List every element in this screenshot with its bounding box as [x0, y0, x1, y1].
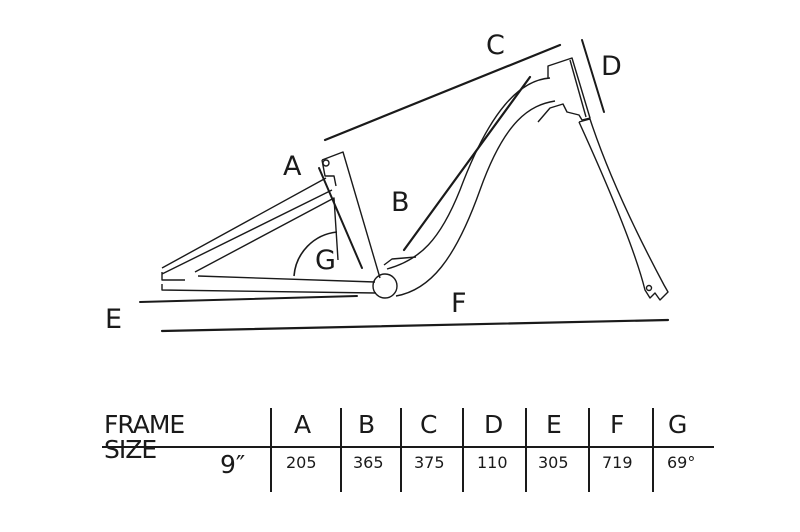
col-header-f: F	[610, 410, 624, 439]
value-d: 110	[477, 453, 508, 472]
dim-line-c	[323, 43, 562, 142]
label-e: E	[105, 304, 123, 335]
col-divider	[588, 408, 590, 492]
col-divider	[400, 408, 402, 492]
chainstay	[161, 272, 377, 294]
label-f: F	[451, 288, 467, 319]
col-divider	[462, 408, 464, 492]
bottom-bracket	[372, 273, 398, 299]
table-divider	[102, 446, 714, 448]
dim-line-a	[318, 167, 363, 269]
seat-stay-inner	[194, 197, 339, 273]
col-header-c: C	[420, 410, 437, 439]
col-header-d: D	[484, 410, 503, 439]
angle-g-arc	[293, 231, 338, 277]
col-divider	[652, 408, 654, 492]
seat-tube	[321, 151, 381, 279]
seat-stay	[161, 177, 333, 275]
value-c: 375	[414, 453, 445, 472]
label-g: G	[315, 245, 336, 276]
top-tube	[386, 77, 551, 270]
col-header-b: B	[358, 410, 375, 439]
label-c: C	[486, 30, 505, 61]
frame-size-header: FRAME SIZE	[104, 410, 185, 464]
col-divider	[270, 408, 272, 492]
dim-line-f	[160, 318, 670, 333]
head-tube	[537, 57, 591, 123]
label-b: B	[391, 187, 410, 218]
label-a: A	[283, 151, 302, 182]
value-f: 719	[602, 453, 633, 472]
col-header-e: E	[546, 410, 562, 439]
value-e: 305	[538, 453, 569, 472]
value-a: 205	[286, 453, 317, 472]
dim-line-d	[581, 39, 605, 113]
dim-line-e	[139, 295, 358, 303]
fork	[578, 118, 669, 301]
col-header-g: G	[668, 410, 687, 439]
down-tube	[395, 100, 556, 297]
value-g: 69°	[667, 453, 696, 472]
col-divider	[525, 408, 527, 492]
label-d: D	[601, 51, 622, 82]
value-b: 365	[353, 453, 384, 472]
dim-line-b	[402, 75, 532, 252]
col-header-a: A	[294, 410, 311, 439]
col-divider	[340, 408, 342, 492]
row-frame-size: 9″	[220, 450, 246, 479]
